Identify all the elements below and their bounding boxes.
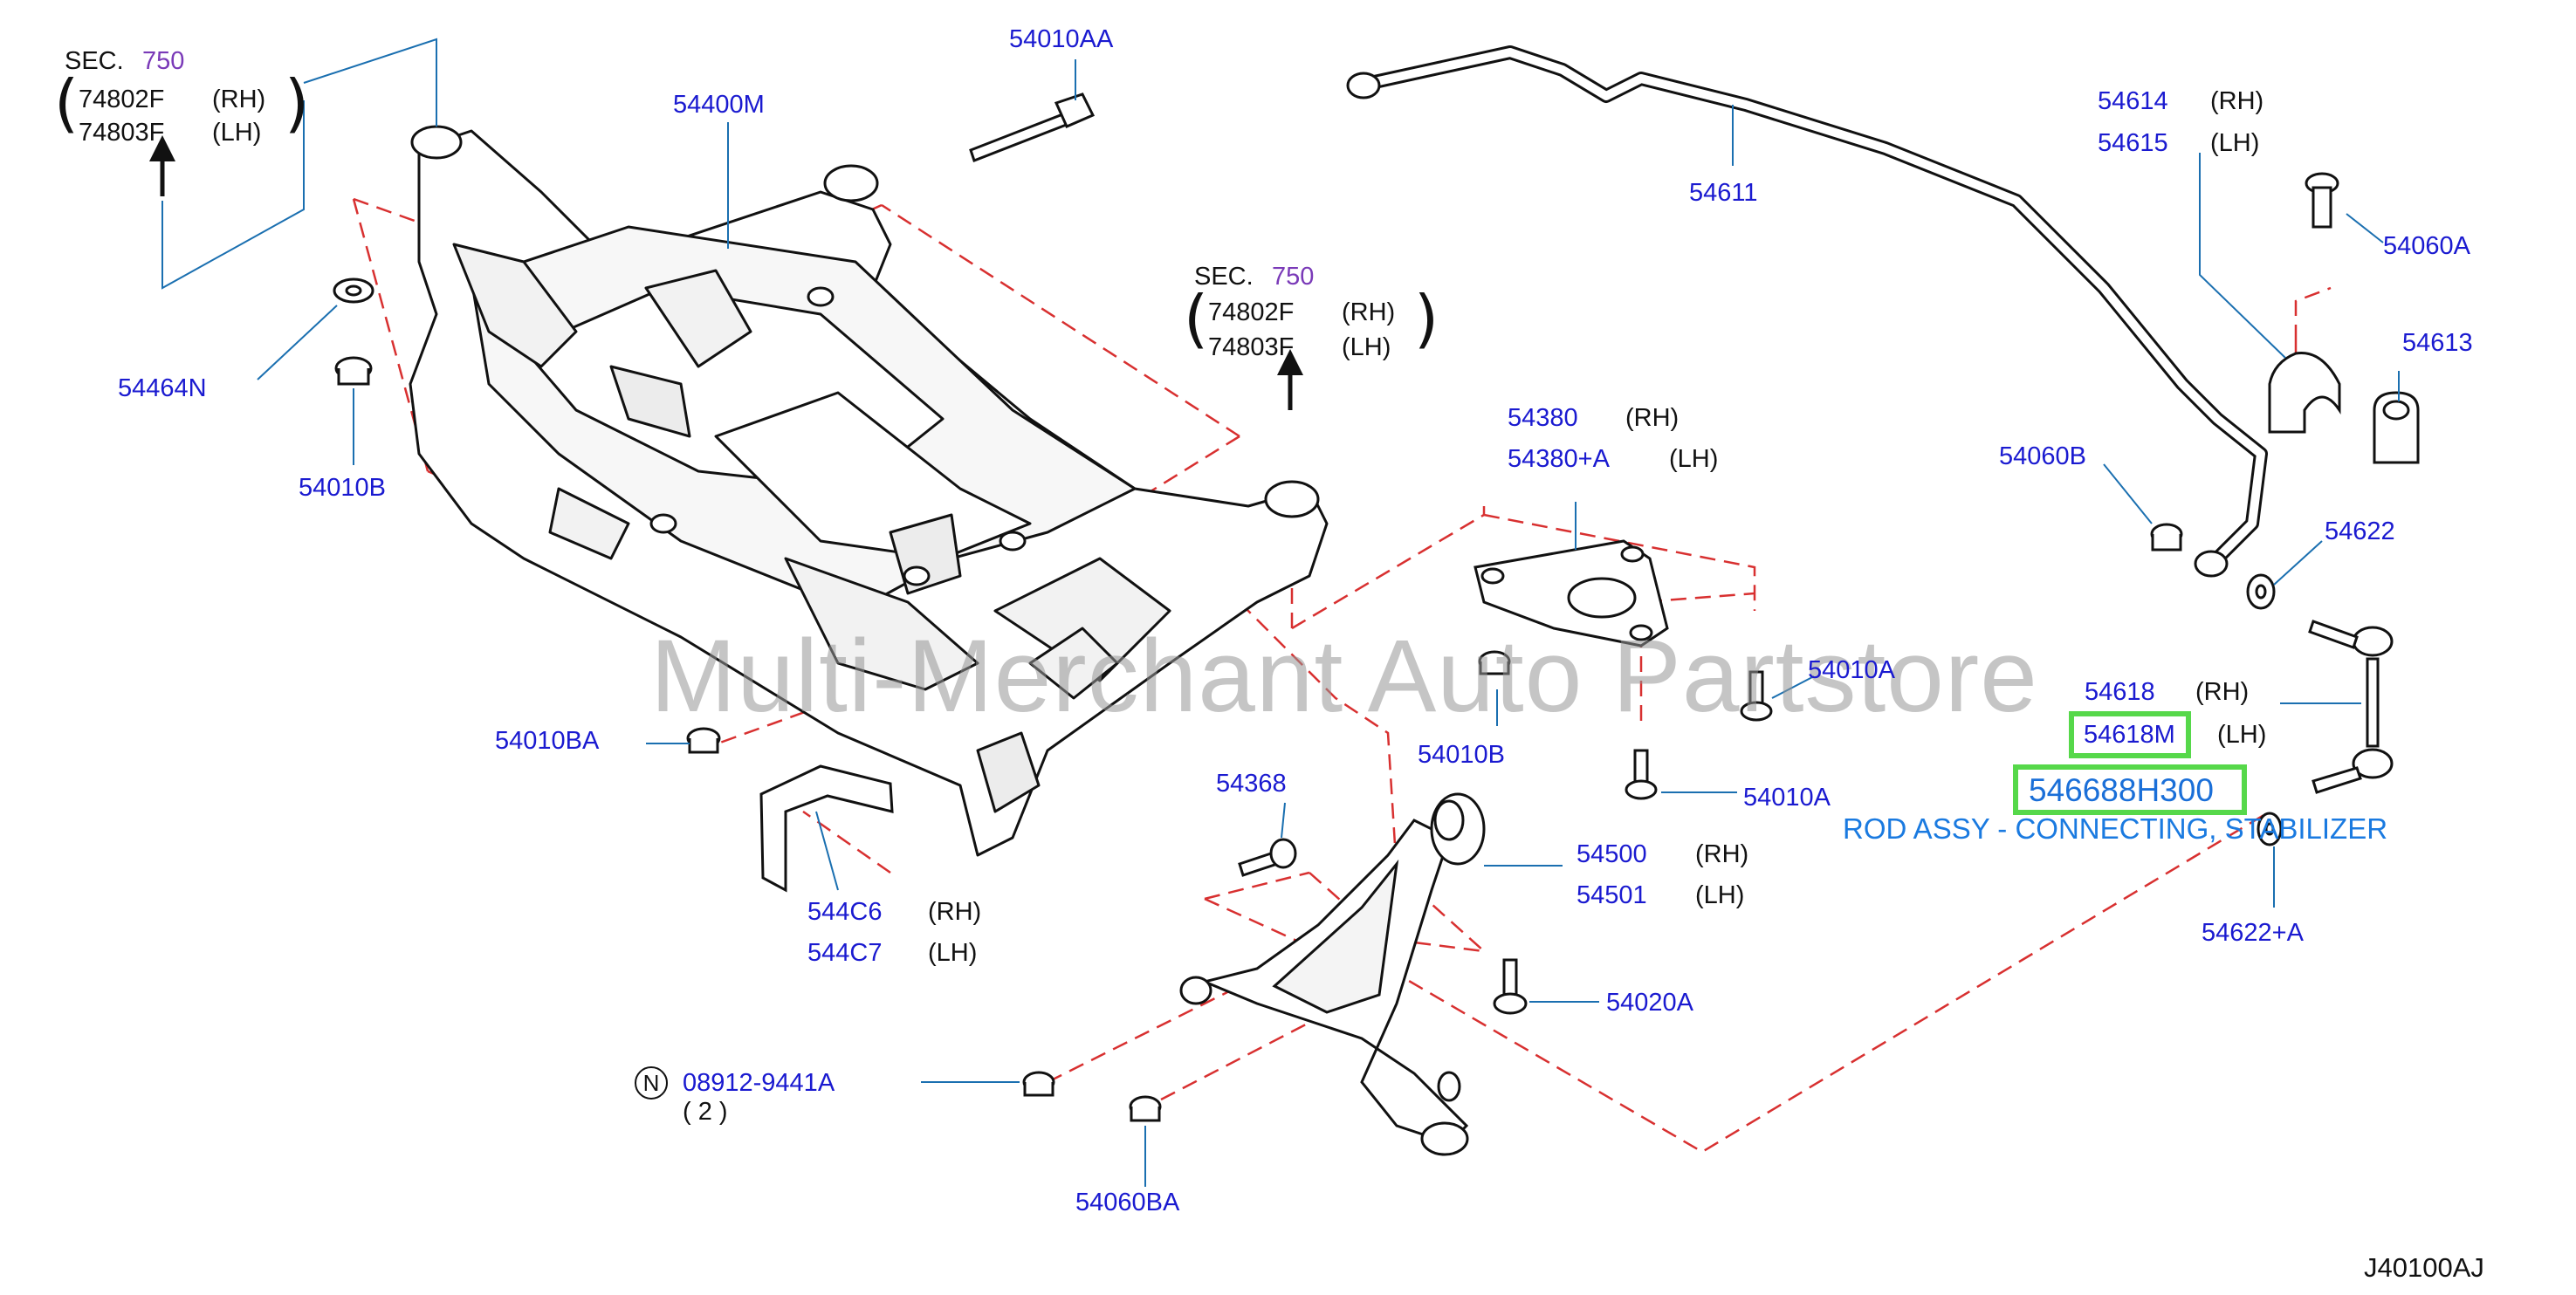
sec-part2-left: 74803F [79,119,165,147]
diagram-code: J40100AJ [2364,1252,2484,1283]
part-side-54380: (RH) [1625,404,1680,432]
part-label-54622a[interactable]: 54622+A [2202,919,2304,947]
part-label-08912-9441a[interactable]: 08912-9441A [683,1069,835,1097]
part-label-54060ba[interactable]: 54060BA [1075,1189,1180,1216]
nut-08912-9441a [1022,1071,1055,1097]
part-side-54380a: (LH) [1669,445,1719,473]
part-label-54464n[interactable]: 54464N [118,374,207,402]
part-label-544c7[interactable]: 544C7 [807,939,883,967]
bolt-54010aa [969,92,1096,162]
part-label-54010b[interactable]: 54010B [299,474,386,502]
part-label-54020a[interactable]: 54020A [1606,989,1693,1017]
nut-54060b [2150,523,2183,552]
part-side-54618m: (LH) [2217,721,2267,749]
part-label-54010b-2[interactable]: 54010B [1418,741,1505,769]
paren-close-mid: ) [1414,282,1439,355]
subframe-54400m [409,125,1329,857]
washer-54622 [2246,573,2276,610]
washer-54464n [333,278,374,304]
part-side-54615: (LH) [2210,129,2260,157]
nut-54060ba [1129,1095,1162,1122]
nut-54010b [334,356,373,386]
nut-54010b-2 [1478,650,1511,675]
nut-54010ba [686,727,721,754]
leader-lines [161,38,2400,1187]
part-label-54615[interactable]: 54615 [2098,129,2168,157]
part-label-54613[interactable]: 54613 [2402,329,2473,357]
sec-part1-mid: 74802F [1208,298,1295,326]
sec-part2-side-mid: (LH) [1342,333,1391,361]
part-side-54500: (RH) [1695,840,1749,868]
sec-number-mid[interactable]: 750 [1272,263,1315,291]
washer-54622a [2257,812,2283,846]
part-label-54611[interactable]: 54611 [1689,179,1758,207]
part-label-54618m[interactable]: 54618M [2084,721,2175,749]
part-side-54501: (LH) [1695,881,1745,909]
paren-open-left: ( [54,66,79,140]
clamp-54614 [2268,351,2341,434]
part-label-54500[interactable]: 54500 [1577,840,1647,868]
part-side-54614: (RH) [2210,87,2264,115]
sec-part1-left: 74802F [79,86,165,113]
part-label-54060a[interactable]: 54060A [2383,232,2470,260]
bushing-54613 [2373,391,2420,464]
sec-part2-mid: 74803F [1208,333,1295,361]
highlighted-part-description: ROD ASSY - CONNECTING, STABILIZER [1843,812,2388,845]
part-label-54010a-2[interactable]: 54010A [1743,784,1831,812]
sec-part1-side-mid: (RH) [1342,298,1396,326]
sec-label-mid: SEC. [1194,263,1254,291]
sec-part1-side-left: (RH) [212,86,266,113]
sec-number-left[interactable]: 750 [142,47,185,75]
paren-open-mid: ( [1184,282,1209,355]
highlight-box-part-number [2013,764,2247,815]
mount-54380 [1473,539,1669,648]
part-label-54622[interactable]: 54622 [2325,517,2395,545]
part-label-54618[interactable]: 54618 [2085,678,2155,706]
paren-close-left: ) [285,66,310,140]
lower-arm-54500 [1179,792,1486,1156]
part-label-54614[interactable]: 54614 [2098,87,2168,115]
bolt-54020a [1493,958,1528,1015]
part-side-54618: (RH) [2195,678,2250,706]
part-side-544c6: (RH) [928,898,982,926]
stabilizer-bar-54611 [1346,45,2268,578]
bolt-54368 [1238,838,1297,877]
part-label-54380a[interactable]: 54380+A [1508,445,1610,473]
part-label-544c6[interactable]: 544C6 [807,898,883,926]
part-label-54010a-1[interactable]: 54010A [1808,656,1895,684]
part-label-54368[interactable]: 54368 [1216,770,1287,798]
sec-label-left: SEC. [65,47,124,75]
highlighted-part-number[interactable]: 546688H300 [2029,772,2214,808]
bolt-54010a-1 [1740,670,1773,722]
bracket-544c6 [759,764,894,893]
bolt-54060a [2305,172,2339,229]
part-label-54380[interactable]: 54380 [1508,404,1578,432]
part-label-54010aa[interactable]: 54010AA [1009,25,1114,53]
watermark: Multi-Merchant Auto Partstore [650,619,2038,734]
part-label-54400m[interactable]: 54400M [673,91,765,119]
part-label-54501[interactable]: 54501 [1577,881,1647,909]
part-qty-08912-9441a: ( 2 ) [683,1098,728,1126]
highlight-box-54618m [2069,711,2191,758]
n-mark-icon: N [635,1066,668,1100]
sec-part2-side-left: (LH) [212,119,262,147]
part-label-54060b[interactable]: 54060B [1999,442,2086,470]
part-side-544c7: (LH) [928,939,978,967]
connecting-rod-54618 [2308,620,2394,794]
bolt-54010a-2 [1625,749,1658,800]
part-label-54010ba[interactable]: 54010BA [495,727,600,755]
